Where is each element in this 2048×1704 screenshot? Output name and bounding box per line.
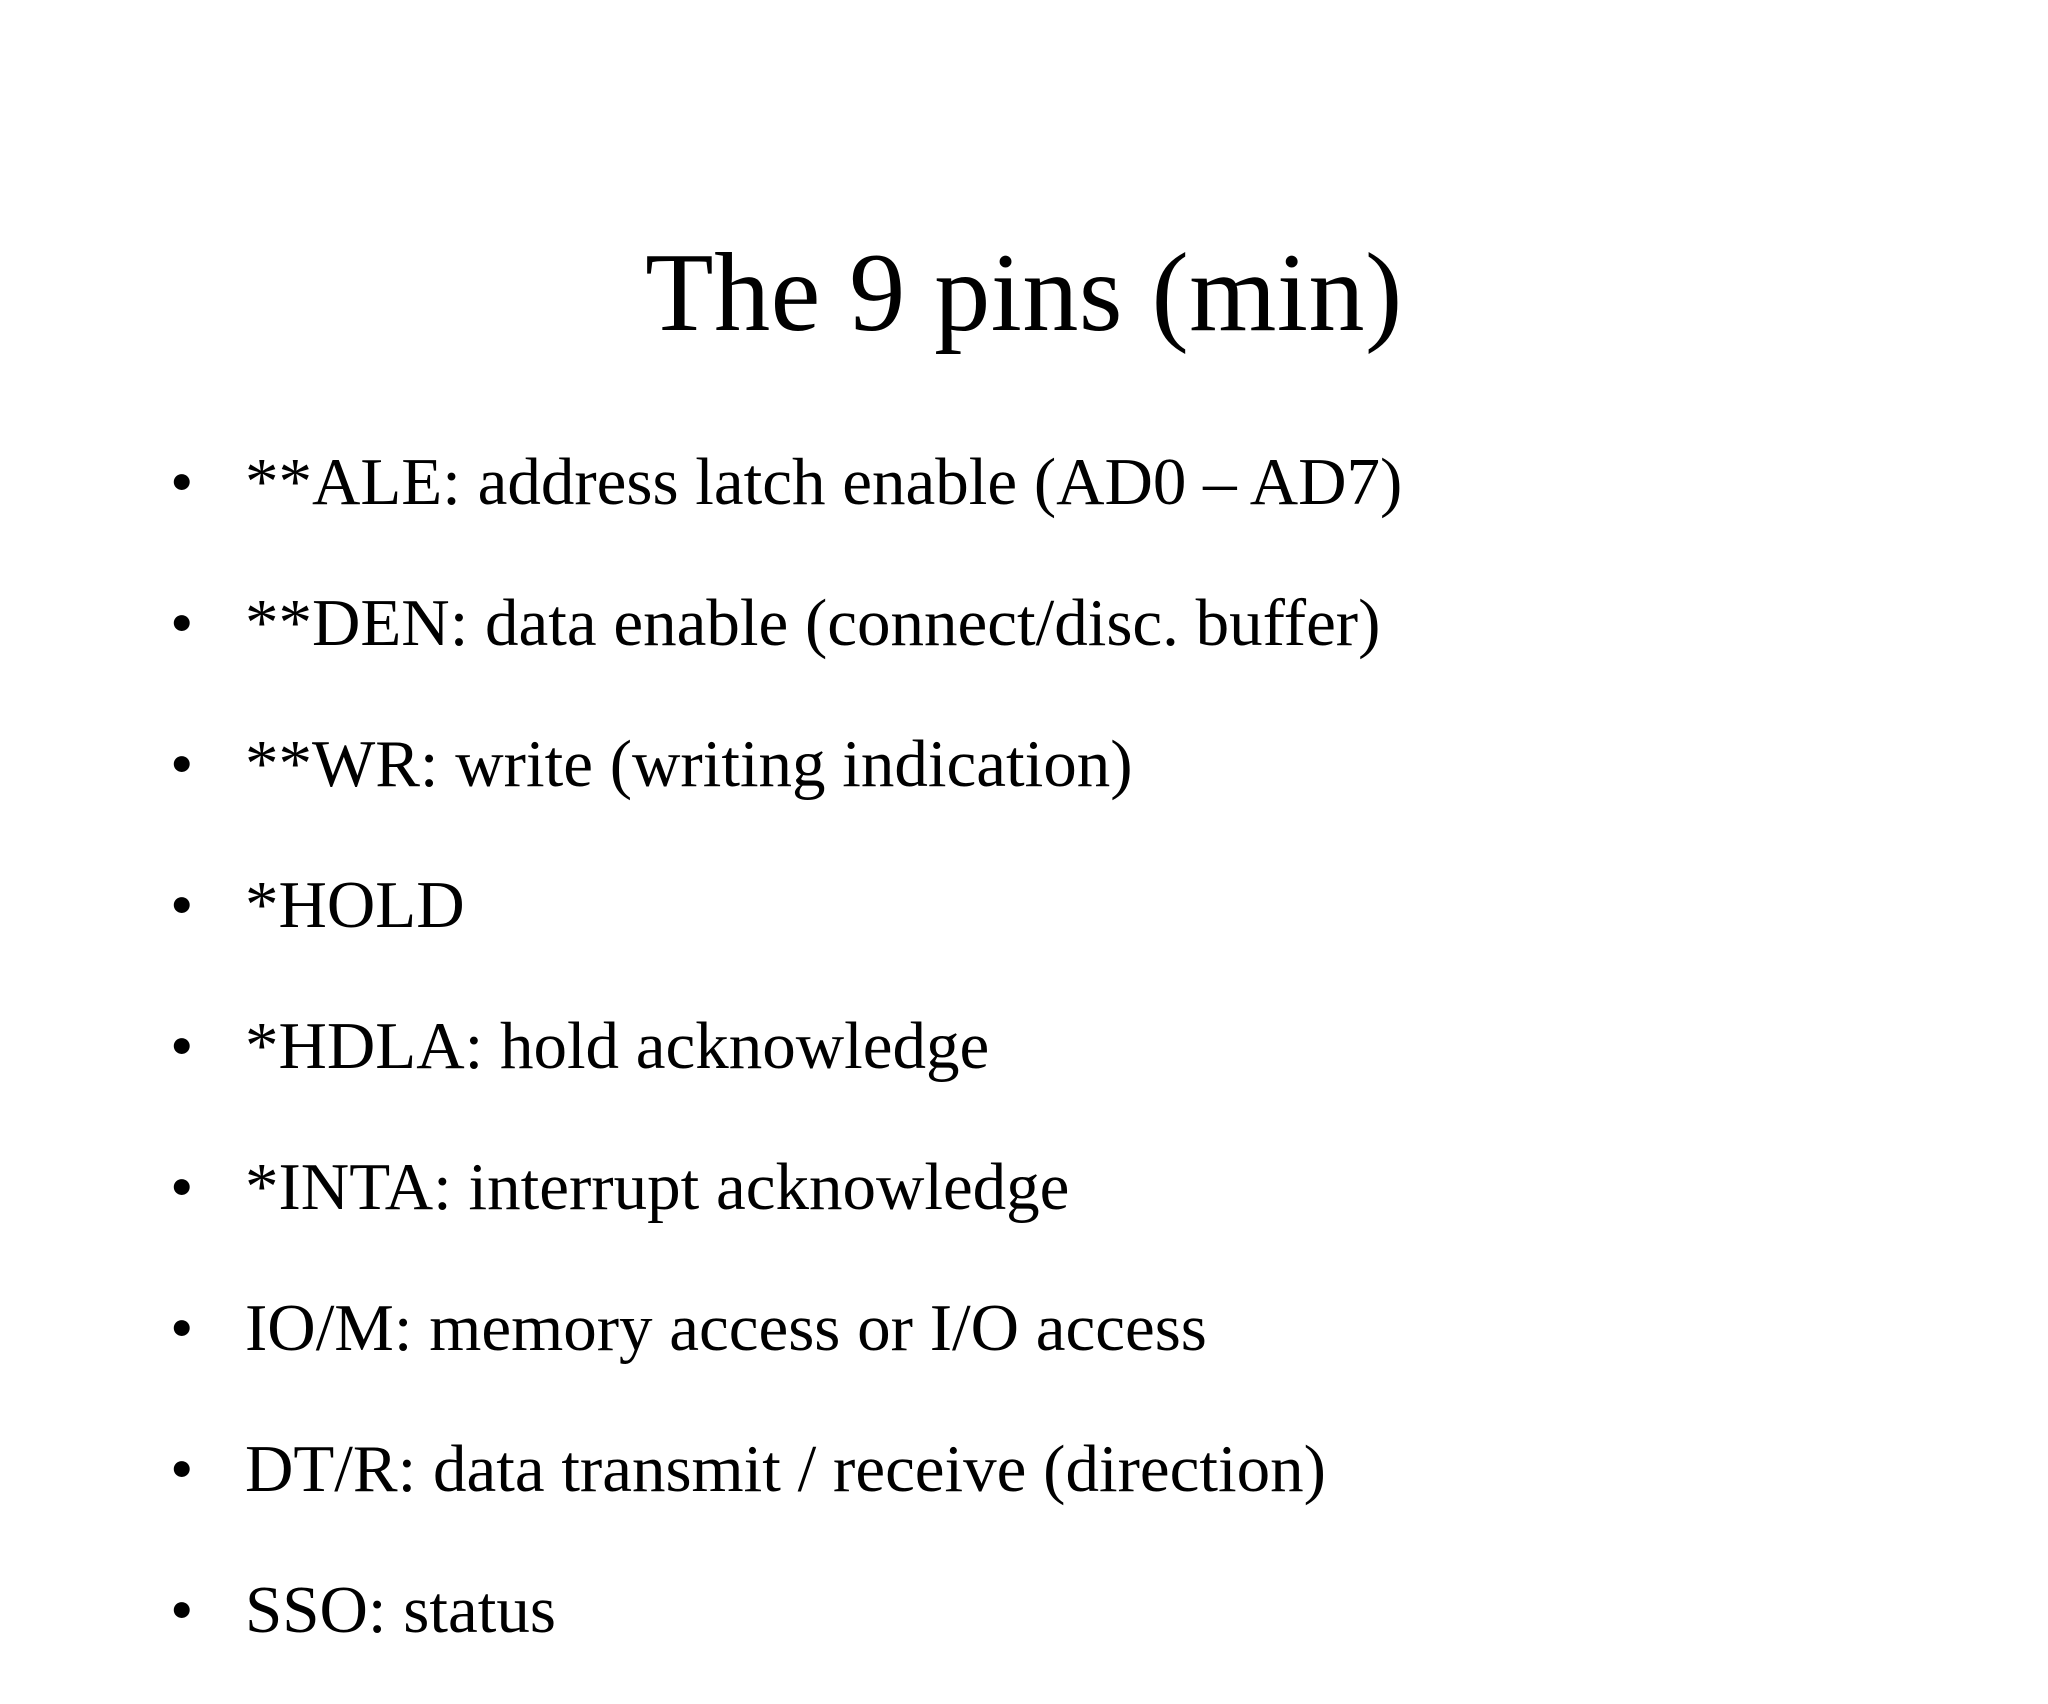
list-item: • *HOLD bbox=[170, 858, 1920, 952]
page-title: The 9 pins (min) bbox=[645, 231, 1403, 356]
list-item: • **ALE: address latch enable (AD0 – AD7… bbox=[170, 435, 1920, 529]
bullet-point-icon: • bbox=[170, 1009, 194, 1083]
list-item-label: DT/R: data transmit / receive (direction… bbox=[245, 1432, 1326, 1506]
list-item-label: *HOLD bbox=[245, 868, 465, 942]
bullet-point-icon: • bbox=[170, 727, 194, 801]
list-item-label: IO/M: memory access or I/O access bbox=[245, 1291, 1207, 1365]
list-item-label: **DEN: data enable (connect/disc. buffer… bbox=[245, 586, 1381, 660]
bullet-point-icon: • bbox=[170, 1150, 194, 1224]
list-item-label: **WR: write (writing indication) bbox=[245, 727, 1133, 801]
list-item: • **WR: write (writing indication) bbox=[170, 717, 1920, 811]
bullet-point-icon: • bbox=[170, 868, 194, 942]
list-item: • SSO: status bbox=[170, 1563, 1920, 1657]
bullet-point-icon: • bbox=[170, 1573, 194, 1647]
list-item: • IO/M: memory access or I/O access bbox=[170, 1281, 1920, 1375]
list-item-label: **ALE: address latch enable (AD0 – AD7) bbox=[245, 445, 1403, 519]
bullet-list: • **ALE: address latch enable (AD0 – AD7… bbox=[170, 435, 1920, 1704]
list-item: • *INTA: interrupt acknowledge bbox=[170, 1140, 1920, 1234]
list-item-label: *INTA: interrupt acknowledge bbox=[245, 1150, 1070, 1224]
slide-canvas: The 9 pins (min) • **ALE: address latch … bbox=[170, 231, 1403, 1647]
list-item: • DT/R: data transmit / receive (directi… bbox=[170, 1422, 1920, 1516]
list-item-label: *HDLA: hold acknowledge bbox=[245, 1009, 990, 1083]
bullet-point-icon: • bbox=[170, 586, 194, 660]
bullet-point-icon: • bbox=[170, 1291, 194, 1365]
bullet-point-icon: • bbox=[170, 1432, 194, 1506]
bullet-point-icon: • bbox=[170, 445, 194, 519]
list-item: • *HDLA: hold acknowledge bbox=[170, 999, 1920, 1093]
list-item: • **DEN: data enable (connect/disc. buff… bbox=[170, 576, 1920, 670]
list-item-label: SSO: status bbox=[245, 1573, 556, 1647]
